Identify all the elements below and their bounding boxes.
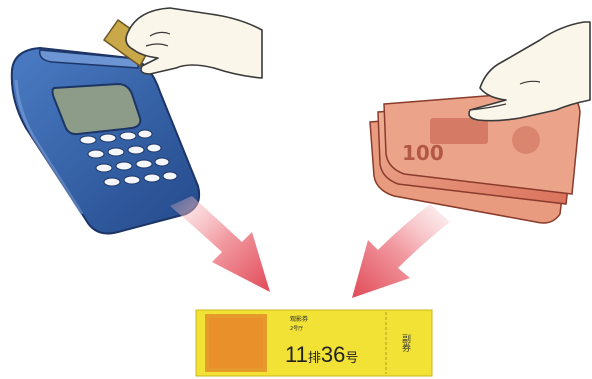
ticket-stub-label: 副券 — [400, 334, 411, 353]
seat-number-unit: 号 — [345, 351, 358, 366]
seat-label: 11排36号 — [285, 342, 358, 367]
ticket-title: 观影券 — [290, 315, 308, 323]
ticket-subtitle: 2号厅 — [290, 326, 303, 332]
seat-row: 11 — [285, 342, 308, 367]
seat-row-unit: 排 — [308, 351, 321, 366]
seat-number: 36 — [321, 342, 345, 367]
